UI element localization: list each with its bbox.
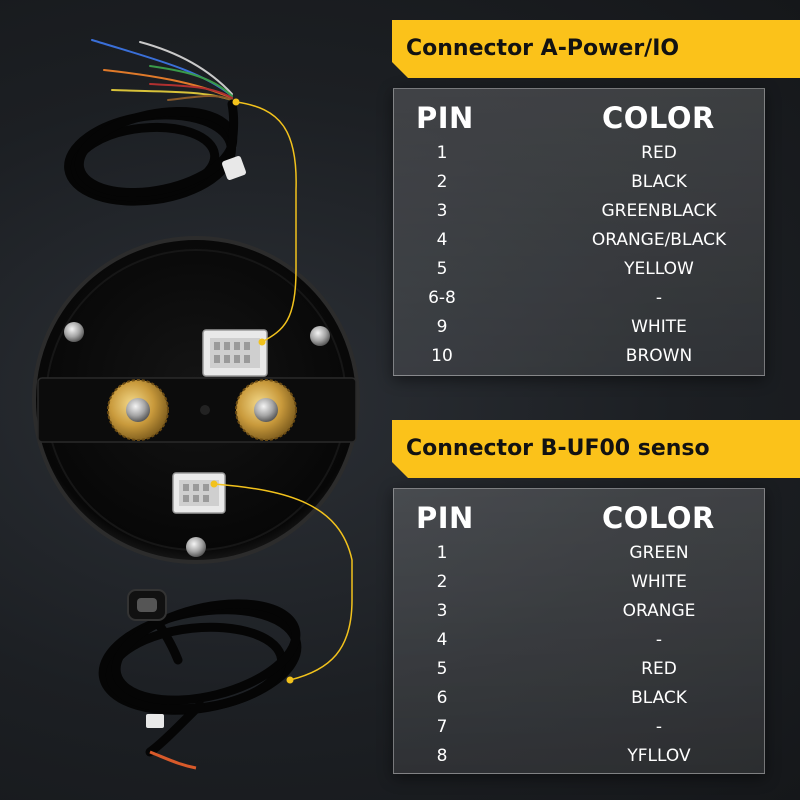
table-row: 6-8 - — [394, 284, 764, 313]
brass-thumb-nut-icon — [107, 379, 297, 441]
wire-color: BLACK — [631, 172, 687, 192]
top-wire-harness — [64, 39, 246, 206]
pin-number: 1 — [436, 143, 448, 163]
pin-number: 9 — [436, 317, 448, 337]
table-row: 2 WHITE — [394, 568, 764, 597]
table-row: 10 BROWN — [394, 342, 764, 371]
bottom-wire-harness — [98, 589, 302, 770]
callout-line-b — [213, 483, 353, 681]
table-row: 6 BLACK — [394, 684, 764, 713]
wire-color: BROWN — [625, 346, 693, 366]
wire-color: ORANGE — [622, 601, 696, 621]
table-row: 5 YELLOW — [394, 255, 764, 284]
connector-a-pin-table: PIN COLOR 1 RED 2 BLACK 3 GREENBLACK 4 ORANG… — [393, 88, 765, 376]
table-row: 9 WHITE — [394, 313, 764, 342]
table-rows: 1 RED 2 BLACK 3 GREENBLACK 4 ORANGE/BLACK 5 Y… — [394, 139, 764, 371]
pin-number: 2 — [436, 572, 448, 592]
pin-number: 1 — [436, 543, 448, 563]
wire-color: GREENBLACK — [601, 201, 717, 221]
wire-color: ORANGE/BLACK — [591, 230, 727, 250]
color-column-header: COLOR — [602, 501, 715, 535]
connector-a-socket — [202, 329, 268, 377]
table-row: 3 ORANGE — [394, 597, 764, 626]
table-row: 1 GREEN — [394, 539, 764, 568]
table-row: 7- — [394, 713, 764, 742]
pin-number: 4 — [436, 230, 448, 250]
pin-number: 5 — [436, 659, 448, 679]
table-row: 2 BLACK — [394, 168, 764, 197]
connector-a-title: Connector A-Power/IO — [392, 20, 800, 78]
wire-color: RED — [641, 143, 677, 163]
wire-color: GREEN — [629, 543, 689, 563]
pin-number: 3 — [436, 201, 448, 221]
wire-color: - — [655, 717, 663, 737]
table-row: 4- — [394, 626, 764, 655]
table-row: 8 YFLLOV — [394, 742, 764, 771]
wire-color: YELLOW — [624, 259, 694, 279]
pin-column-header: PIN — [416, 501, 474, 535]
wire-color: WHITE — [631, 317, 687, 337]
wire-color: BLACK — [631, 688, 687, 708]
pin-number: 5 — [436, 259, 448, 279]
table-row: 4 ORANGE/BLACK — [394, 226, 764, 255]
connector-b-socket — [172, 472, 226, 514]
pin-number: 2 — [436, 172, 448, 192]
callout-dot — [232, 98, 240, 106]
callout-dot — [258, 338, 266, 346]
pin-number: 8 — [436, 746, 448, 766]
table-header: PIN COLOR — [394, 501, 764, 539]
connector-b-title: Connector B-UF00 senso — [392, 420, 800, 478]
pin-number: 7 — [436, 717, 448, 737]
callout-dot — [210, 480, 218, 488]
wire-color: RED — [641, 659, 677, 679]
color-column-header: COLOR — [602, 101, 715, 135]
pin-number: 6-8 — [428, 288, 456, 308]
table-row: 3 GREENBLACK — [394, 197, 764, 226]
pin-number: 3 — [436, 601, 448, 621]
wire-color: YFLLOV — [627, 746, 691, 766]
mounting-screw-icon — [64, 322, 330, 557]
table-header: PIN COLOR — [394, 101, 764, 139]
wire-color: - — [655, 288, 663, 308]
wire-color: - — [655, 630, 663, 650]
callout-line-a — [235, 101, 297, 343]
callout-dot — [286, 676, 294, 684]
table-row: 5 RED — [394, 655, 764, 684]
table-row: 1 RED — [394, 139, 764, 168]
pin-column-header: PIN — [416, 101, 474, 135]
pin-number: 4 — [436, 630, 448, 650]
wire-color: WHITE — [631, 572, 687, 592]
pin-number: 10 — [431, 346, 453, 366]
pin-number: 6 — [436, 688, 448, 708]
